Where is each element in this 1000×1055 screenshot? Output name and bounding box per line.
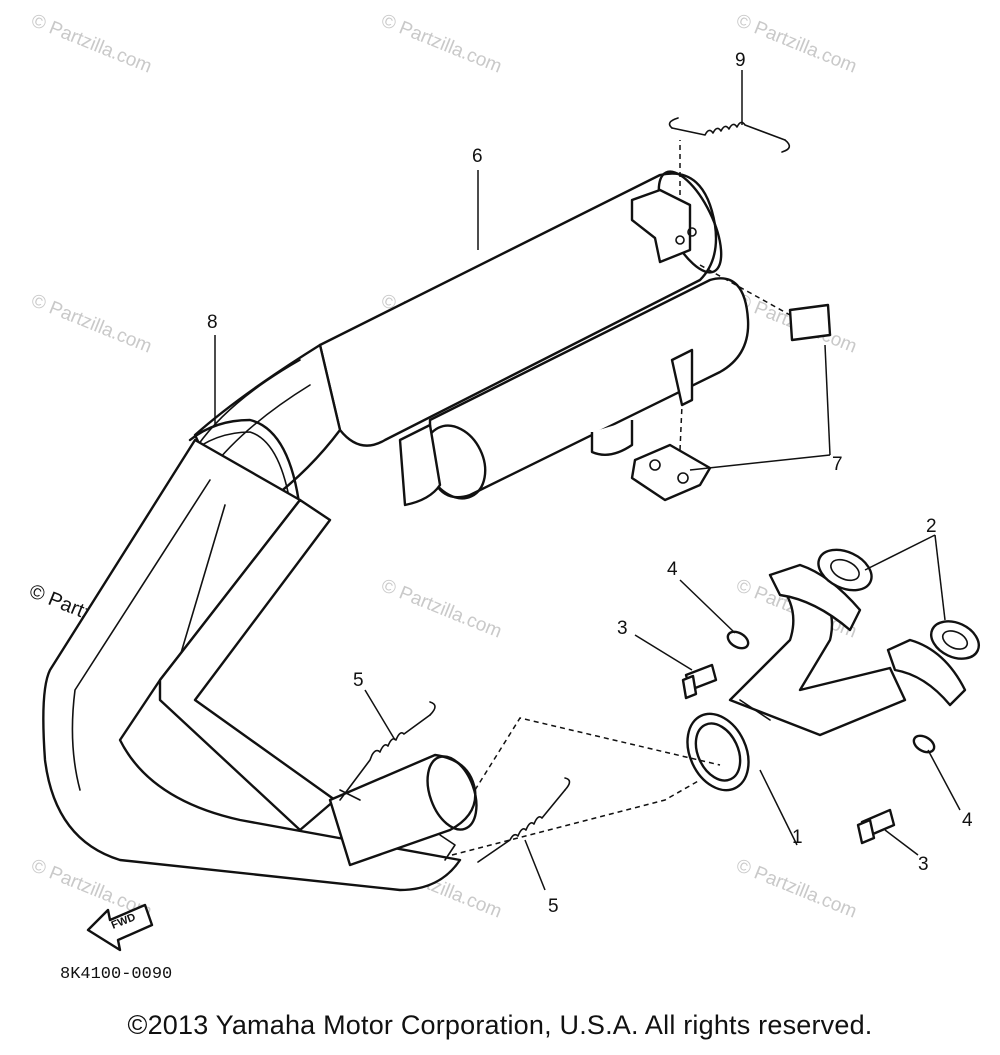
- exhaust-pipe: [42, 438, 478, 892]
- watermark: © Partzilla.com: [733, 855, 860, 922]
- callout-4-bottom: 4: [962, 810, 973, 831]
- gaskets: [817, 548, 980, 660]
- copyright-notice: ©2013 Yamaha Motor Corporation, U.S.A. A…: [127, 1010, 873, 1040]
- callout-3-bottom: 3: [918, 854, 929, 875]
- watermark: © Partzilla.com: [28, 290, 155, 357]
- callout-5-top: 5: [353, 670, 364, 691]
- callouts: 9 6 8 7 2 4 3 5 1 4 3 5: [207, 50, 973, 917]
- callout-8: 8: [207, 312, 218, 333]
- callout-1: 1: [792, 827, 803, 848]
- callout-9: 9: [735, 50, 746, 71]
- watermark: © Partzilla.com: [733, 10, 860, 77]
- callout-5-bottom: 5: [548, 896, 559, 917]
- callout-3-top: 3: [617, 618, 628, 639]
- callout-2: 2: [926, 516, 937, 537]
- watermark: © Partzilla.com: [28, 10, 155, 77]
- watermark: © Partzilla.com: [378, 575, 505, 642]
- muffler: [318, 170, 832, 507]
- fwd-arrow: FWD: [86, 903, 154, 952]
- y-manifold: [686, 563, 967, 792]
- springs: [339, 117, 791, 863]
- watermark: © Partzilla.com: [378, 10, 505, 77]
- fasteners: [681, 630, 936, 845]
- diagram-canvas: © Partzilla.com © Partzilla.com © Partzi…: [26, 10, 980, 984]
- diagram-code: 8K4100-0090: [60, 965, 172, 984]
- leader-lines: [214, 70, 961, 891]
- callout-6: 6: [472, 146, 483, 167]
- callout-4-top: 4: [667, 559, 678, 580]
- callout-7: 7: [832, 454, 843, 475]
